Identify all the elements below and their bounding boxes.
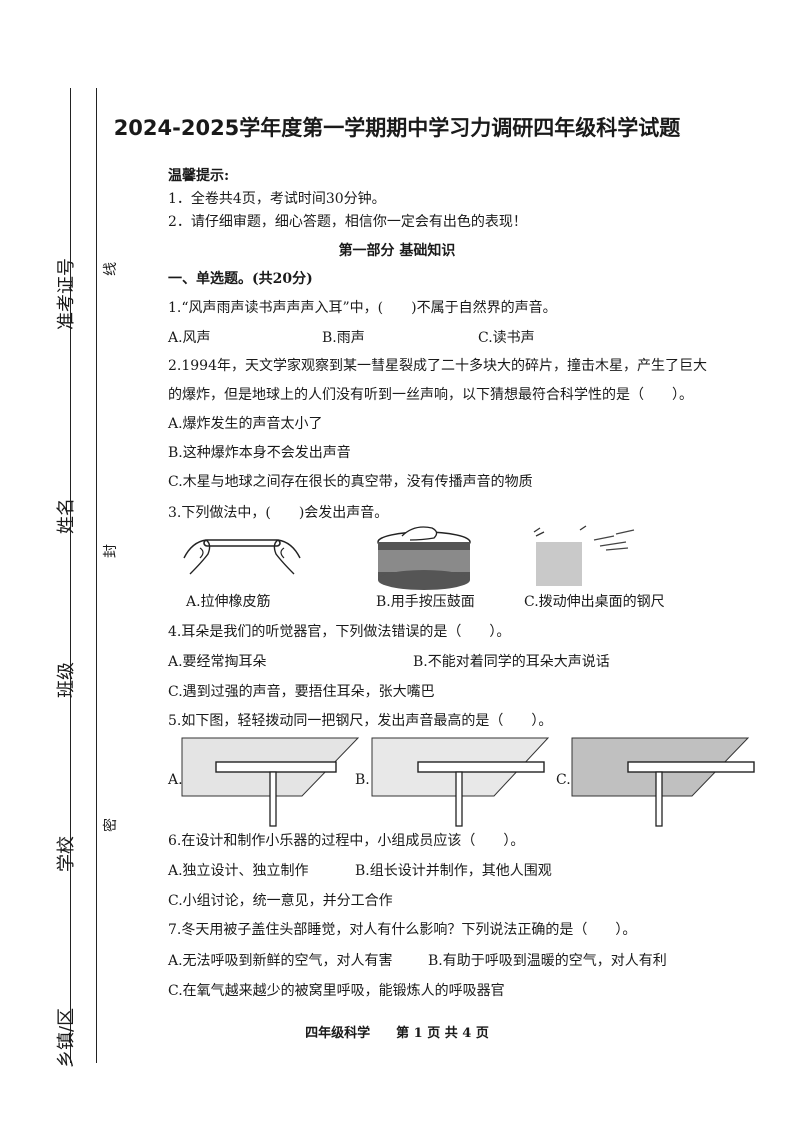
rubber-band-illustration (183, 539, 301, 575)
q5-label-c: C. (556, 772, 571, 788)
q2-option-c: C.木星与地球之间存在很长的真空带，没有传播声音的物质 (168, 474, 533, 490)
q6-option-b: B.组长设计并制作，其他人围观 (355, 863, 552, 879)
margin-line-right (96, 88, 97, 1063)
q4-option-b: B.不能对着同学的耳朵大声说话 (413, 654, 610, 670)
seal-secret-char: 密 (103, 818, 119, 832)
school-label: 学校 (56, 836, 77, 872)
ruler-on-table-illustration (533, 525, 635, 586)
q5-label-b: B. (355, 772, 370, 788)
question-7-text: 7.冬天用被子盖住头部睡觉，对人有什么影响？下列说法正确的是（ ）。 (168, 922, 637, 938)
hint-item: 2．请仔细审题，细心答题，相信你一定会有出色的表现！ (168, 214, 527, 230)
drum-illustration (377, 526, 471, 590)
hint-heading: 温馨提示: (168, 168, 230, 184)
page-footer: 四年级科学 第 1 页 共 4 页 (305, 1026, 489, 1041)
exam-number-label: 准考证号 (56, 258, 77, 330)
q6-option-a: A.独立设计、独立制作 (168, 863, 309, 879)
q4-option-c: C.遇到过强的声音，要捂住耳朵，张大嘴巴 (168, 684, 435, 700)
class-label: 班级 (56, 662, 77, 698)
question-2-text: 2.1994年，天文学家观察到某一彗星裂成了二十多块大的碎片，撞击木星，产生了巨… (168, 358, 707, 374)
seal-seal-char: 封 (103, 544, 119, 558)
q2-option-b: B.这种爆炸本身不会发出声音 (168, 445, 351, 461)
ruler-b-illustration (371, 737, 550, 827)
q6-option-c: C.小组讨论，统一意见，并分工合作 (168, 893, 393, 909)
question-2-text: 的爆炸，但是地球上的人们没有听到一丝声响，以下猜想最符合科学性的是（ ）。 (168, 387, 693, 403)
q2-option-a: A.爆炸发生的声音太小了 (168, 416, 323, 432)
question-5-text: 5.如下图，轻轻拨动同一把钢尺，发出声音最高的是（ ）。 (168, 713, 553, 729)
margin-line-left (70, 88, 71, 1063)
q5-label-a: A. (168, 772, 183, 788)
q7-option-b: B.有助于呼吸到温暖的空气，对人有利 (428, 953, 667, 969)
q1-option-c: C.读书声 (478, 330, 535, 346)
q4-option-a: A.要经常掏耳朵 (168, 654, 267, 670)
ruler-a-illustration (181, 737, 360, 827)
page-title: 2024-2025学年度第一学期期中学习力调研四年级科学试题 (113, 116, 681, 140)
name-label: 姓名 (56, 498, 77, 534)
question-4-text: 4.耳朵是我们的听觉器官，下列做法错误的是（ ）。 (168, 624, 511, 640)
hint-item: 1．全卷共4页，考试时间30分钟。 (168, 191, 386, 207)
q3-caption-b: B.用手按压鼓面 (376, 594, 475, 610)
q7-option-c: C.在氧气越来越少的被窝里呼吸，能锻炼人的呼吸器官 (168, 983, 505, 999)
section-title: 一、单选题。(共20分) (168, 271, 313, 287)
q3-caption-c: C.拨动伸出桌面的钢尺 (524, 594, 665, 610)
ruler-c-illustration (571, 737, 755, 827)
question-1-text: 1.“风声雨声读书声声声入耳”中，( )不属于自然界的声音。 (168, 300, 557, 316)
q3-caption-a: A.拉伸橡皮筋 (186, 594, 271, 610)
q7-option-a: A.无法呼吸到新鲜的空气，对人有害 (168, 953, 393, 969)
question-3-text: 3.下列做法中，( )会发出声音。 (168, 505, 389, 521)
part-title: 第一部分 基础知识 (338, 243, 456, 259)
question-6-text: 6.在设计和制作小乐器的过程中，小组成员应该（ ）。 (168, 833, 525, 849)
q1-option-b: B.雨声 (322, 330, 365, 346)
q1-option-a: A.风声 (168, 330, 211, 346)
